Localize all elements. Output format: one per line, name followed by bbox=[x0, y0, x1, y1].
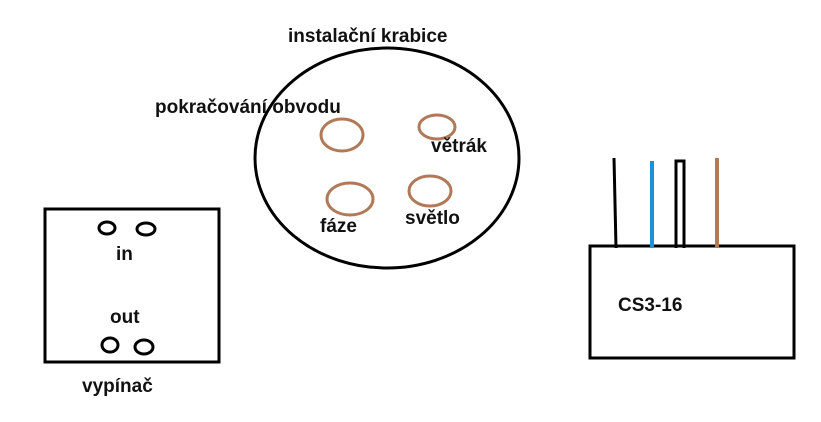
relay-wire-black-double bbox=[674, 159, 686, 248]
light-label: světlo bbox=[405, 208, 460, 229]
phase-label: fáze bbox=[320, 216, 357, 237]
relay-label: CS3-16 bbox=[618, 295, 683, 316]
terminal-light bbox=[407, 174, 453, 208]
relay-box bbox=[588, 244, 796, 360]
switch-out-terminal-right bbox=[133, 338, 155, 356]
fan-label: větrák bbox=[431, 136, 487, 157]
switch-in-label: in bbox=[116, 244, 133, 265]
switch-box bbox=[43, 207, 221, 364]
switch-out-label: out bbox=[110, 307, 140, 328]
switch-out-terminal-left bbox=[100, 336, 120, 354]
switch-in-terminal-left bbox=[97, 220, 117, 236]
terminal-phase bbox=[325, 181, 375, 217]
circuit-continuation-label: pokračování obvodu bbox=[155, 97, 341, 118]
relay-wire-black bbox=[612, 157, 618, 249]
switch-label: vypínač bbox=[82, 376, 153, 397]
switch-in-terminal-right bbox=[135, 221, 157, 237]
junction-box-circle bbox=[253, 46, 521, 270]
junction-box-label: instalační krabice bbox=[288, 26, 448, 47]
terminal-fan bbox=[417, 113, 457, 141]
terminal-circuit-continuation bbox=[319, 117, 365, 153]
